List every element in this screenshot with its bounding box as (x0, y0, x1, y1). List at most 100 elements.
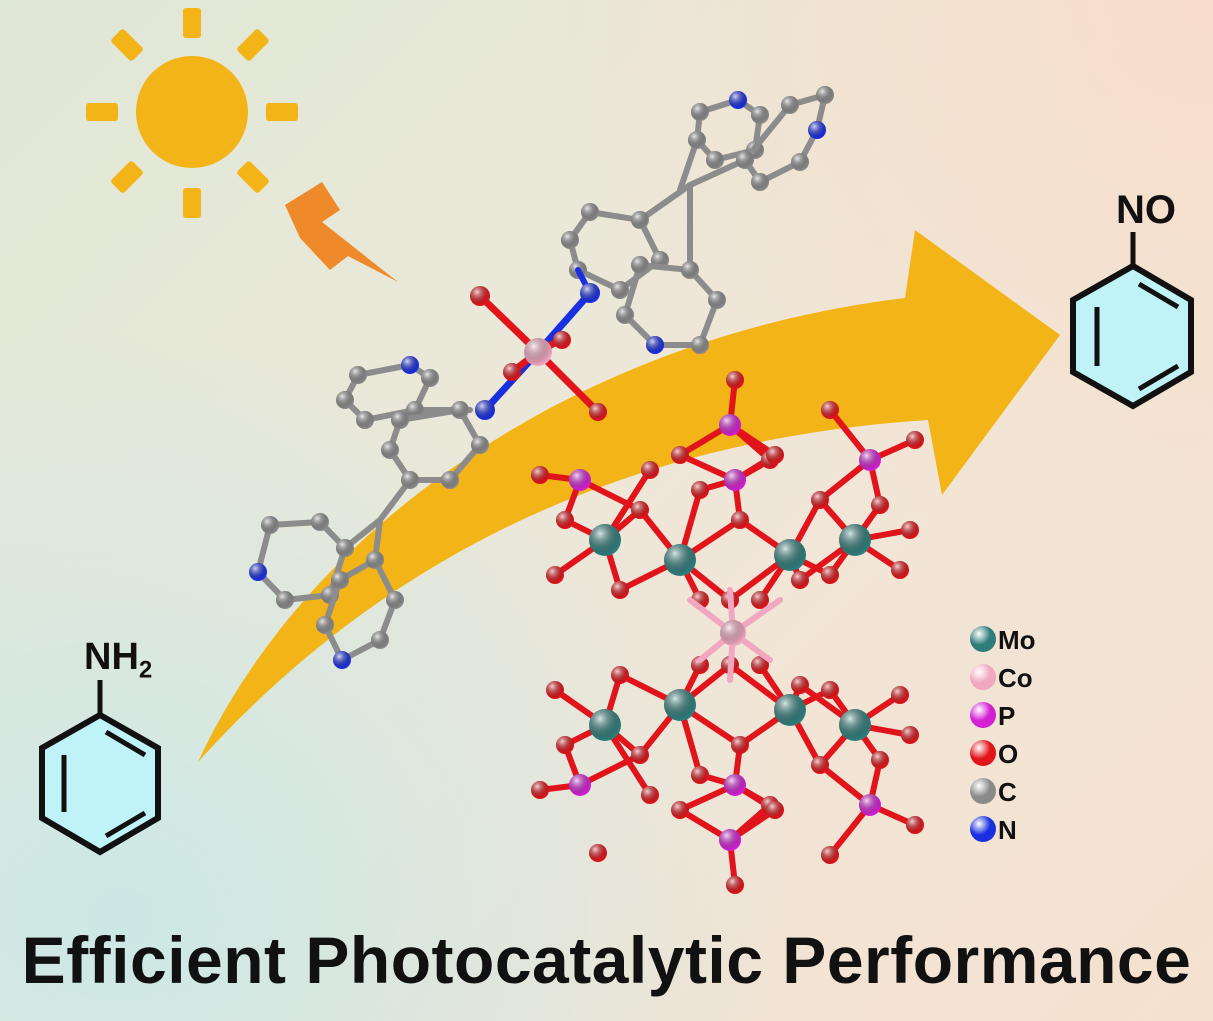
atom-c (349, 366, 367, 384)
atom-n (646, 336, 664, 354)
atom-c (371, 631, 389, 649)
atom-o (641, 461, 659, 479)
atom-o (671, 801, 689, 819)
atom-o (531, 781, 549, 799)
atom-o (791, 676, 809, 694)
atom-c (736, 151, 754, 169)
aniline-formula: NH2 (84, 636, 152, 685)
atom-c (471, 436, 489, 454)
legend-label: Co (998, 663, 1033, 693)
legend-label: P (998, 701, 1016, 731)
legend-label: Mo (998, 625, 1036, 655)
atom-c (631, 211, 649, 229)
atom-mo (839, 709, 871, 741)
atom-c (391, 411, 409, 429)
atom-c (631, 256, 649, 274)
atom-o (821, 401, 839, 419)
atom-c (401, 471, 419, 489)
atom-p (724, 469, 746, 491)
atom-o (546, 566, 564, 584)
atom-c (381, 441, 399, 459)
atom-c (331, 571, 349, 589)
atom-o (531, 466, 549, 484)
legend-swatch (970, 740, 996, 766)
nitroso-formula: NO (1116, 188, 1176, 232)
atom-o (731, 511, 749, 529)
subscript-2: 2 (138, 656, 153, 684)
atom-c (441, 471, 459, 489)
atom-o (871, 496, 889, 514)
bond (637, 182, 693, 223)
atom-c (451, 401, 469, 419)
atom-n (729, 91, 747, 109)
atom-c (751, 173, 769, 191)
legend-swatch (970, 816, 996, 842)
nh-label: NH (84, 636, 139, 678)
atom-mo (664, 544, 696, 576)
legend-label: O (998, 739, 1019, 769)
atom-c (311, 513, 329, 531)
atom-o (751, 591, 769, 609)
atom-c (336, 391, 354, 409)
bond (687, 157, 748, 188)
atom-c (681, 261, 699, 279)
atom-c (706, 151, 724, 169)
atom-o (891, 561, 909, 579)
atom-o (631, 746, 649, 764)
bond (577, 752, 643, 788)
atom-mo (774, 694, 806, 726)
atom-c (688, 131, 706, 149)
atom-c (781, 96, 799, 114)
atom-mo (589, 524, 621, 556)
atom-c (691, 103, 709, 121)
crystal-structure (249, 86, 924, 894)
atom-o (546, 681, 564, 699)
sun-icon (86, 8, 298, 218)
atom-o (791, 571, 809, 589)
bond (397, 407, 463, 423)
atom-o (589, 844, 607, 862)
atom-c (336, 539, 354, 557)
atom-o (871, 751, 889, 769)
reaction-arrow-icon (198, 230, 1060, 762)
atom-p (859, 794, 881, 816)
atom-o (726, 371, 744, 389)
atom-mo (774, 539, 806, 571)
atom-o (766, 446, 784, 464)
atom-o (631, 501, 649, 519)
atom-mo (589, 709, 621, 741)
atom-o (691, 766, 709, 784)
page-title: Efficient Photocatalytic Performance (21, 923, 1192, 997)
atom-c (791, 153, 809, 171)
atom-c (386, 591, 404, 609)
atom-c (276, 591, 294, 609)
atom-o (691, 481, 709, 499)
atom-o (611, 581, 629, 599)
atom-c (611, 281, 629, 299)
atom-o (731, 736, 749, 754)
atom-c (691, 336, 709, 354)
atom-o (470, 286, 490, 306)
legend-swatch (970, 626, 996, 652)
atom-c (421, 369, 439, 387)
atom-o (671, 446, 689, 464)
atom-n (808, 121, 826, 139)
bond (742, 102, 793, 163)
atom-p (719, 829, 741, 851)
atom-o (766, 801, 784, 819)
atom-c (561, 231, 579, 249)
legend-swatch (970, 702, 996, 728)
atom-o (891, 686, 909, 704)
atom-o (691, 656, 709, 674)
atom-mo (664, 689, 696, 721)
atom-n (333, 651, 351, 669)
atom-n (401, 356, 419, 374)
atom-n (249, 563, 267, 581)
atom-c (581, 203, 599, 221)
atom-o (821, 566, 839, 584)
atom-o (901, 726, 919, 744)
atom-o (901, 521, 919, 539)
bond (577, 477, 643, 513)
